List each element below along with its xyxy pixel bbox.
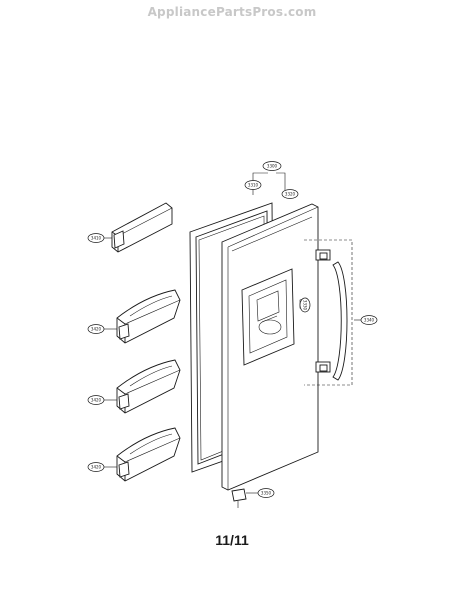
callout-hinge-cap: 3350	[257, 488, 275, 498]
door-bin-3	[116, 427, 181, 482]
callout-handle-bracket: 3330	[299, 297, 311, 313]
door-bin-1	[116, 289, 181, 344]
svg-text:3330: 3330	[303, 300, 308, 311]
callout-bin-3: 3420	[87, 462, 105, 472]
svg-text:3420: 3420	[91, 398, 102, 403]
callout-bin-2: 3420	[87, 395, 105, 405]
watermark: AppliancePartsPros.com	[147, 5, 317, 19]
svg-text:3340: 3340	[364, 318, 375, 323]
svg-text:3420: 3420	[91, 465, 102, 470]
callout-handle: 3340	[360, 315, 378, 325]
door-handle	[299, 249, 348, 381]
door-bin-2	[116, 359, 181, 414]
callout-door-right: 3320	[281, 189, 299, 199]
svg-text:3310: 3310	[248, 183, 259, 188]
page-number: 11/11	[215, 532, 249, 548]
leader-lines	[104, 172, 362, 494]
svg-text:3300: 3300	[267, 164, 278, 169]
callout-door-left: 3310	[244, 180, 262, 190]
refrigerator-door	[221, 203, 319, 491]
svg-text:3420: 3420	[91, 327, 102, 332]
svg-text:3320: 3320	[285, 192, 296, 197]
bottom-hinge-part	[231, 488, 247, 508]
svg-text:3410: 3410	[91, 236, 102, 241]
callout-bin-1: 3420	[87, 324, 105, 334]
callout-door-assembly: 3300	[262, 161, 282, 171]
top-shelf-bin	[111, 202, 173, 253]
svg-text:3350: 3350	[261, 491, 272, 496]
handle-dashed-frame	[304, 239, 353, 386]
callout-top-bin: 3410	[87, 233, 105, 243]
